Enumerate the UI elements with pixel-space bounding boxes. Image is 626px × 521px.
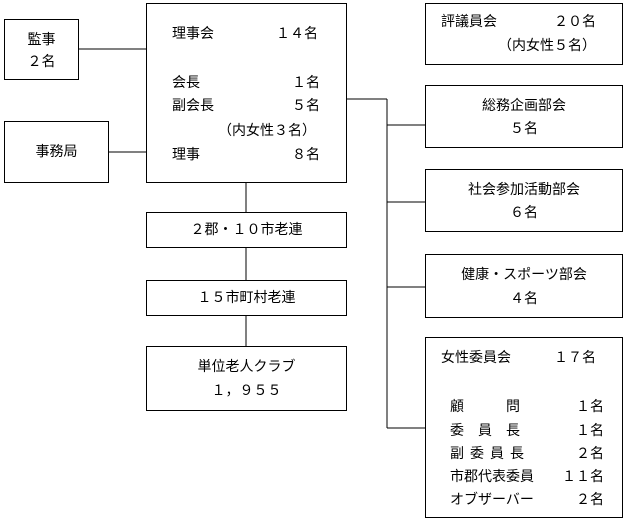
chair-title: 会長	[172, 75, 200, 91]
women-member-role: 市郡代表委員	[450, 469, 534, 485]
women-member-count: ２名	[576, 446, 604, 462]
board-box: 理事会 １４名 会長 １名 副会長 ５名 （内女性３名） 理事 ８名	[146, 3, 347, 183]
dept-health-sports-box: 健康・スポーツ部会 ４名	[425, 254, 623, 318]
auditor-box: 監事 ２名	[4, 19, 79, 80]
dept-general-affairs-box: 総務企画部会 ５名	[425, 85, 623, 148]
women-member-count: １名	[576, 399, 604, 415]
unit-club-label: 単位老人クラブ	[197, 359, 296, 375]
women-committee-count: １７名	[554, 350, 596, 366]
director-count: ８名	[292, 147, 320, 163]
dept-social-participation-box: 社会参加活動部会 ６名	[425, 169, 623, 232]
council-count: ２０名	[554, 14, 596, 30]
women-member-role: 委 員 長	[450, 423, 520, 439]
board-header-count: １４名	[276, 26, 318, 42]
prefecture-federation-box: ２郡・１０市老連	[146, 212, 347, 248]
dept-social-participation-name: 社会参加活動部会	[468, 182, 580, 198]
women-committee-title: 女性委員会	[441, 350, 511, 366]
vice-chair-title: 副会長	[172, 98, 214, 114]
women-member-role: 顧 問	[450, 399, 520, 415]
unit-club-box: 単位老人クラブ １，９５５	[146, 346, 347, 411]
auditor-title: 監事	[27, 32, 56, 48]
vice-chair-count: ５名	[292, 98, 320, 114]
dept-health-sports-name: 健康・スポーツ部会	[461, 267, 587, 283]
women-member-role: オブザーバー	[450, 492, 534, 508]
women-member-count: ２名	[576, 492, 604, 508]
chair-count: １名	[292, 75, 320, 91]
dept-social-participation-count: ６名	[510, 205, 538, 221]
secretariat-title: 事務局	[35, 144, 78, 160]
prefecture-federation-label: ２郡・１０市老連	[190, 222, 303, 238]
municipal-federation-label: １５市町村老連	[197, 290, 296, 306]
council-box: 評議員会 ２０名 （内女性５名）	[425, 3, 623, 65]
council-note: （内女性５名）	[498, 38, 596, 54]
board-header-title: 理事会	[172, 26, 214, 42]
dept-health-sports-count: ４名	[510, 291, 538, 307]
women-member-count: １１名	[562, 469, 604, 485]
unit-club-count: １，９５５	[211, 383, 282, 399]
secretariat-box: 事務局	[4, 121, 109, 183]
women-member-role: 副委員長	[450, 446, 530, 462]
dept-general-affairs-count: ５名	[510, 121, 538, 137]
director-title: 理事	[172, 147, 200, 163]
women-member-count: １名	[576, 423, 604, 439]
municipal-federation-box: １５市町村老連	[146, 280, 347, 316]
women-committee-box: 女性委員会 １７名 顧 問 １名 委 員 長 １名 副委員長 ２名 市郡代表委員…	[425, 337, 623, 518]
dept-general-affairs-name: 総務企画部会	[482, 98, 566, 114]
vice-chair-note: （内女性３名）	[218, 123, 316, 139]
council-title: 評議員会	[441, 14, 497, 30]
auditor-count: ２名	[27, 54, 56, 70]
